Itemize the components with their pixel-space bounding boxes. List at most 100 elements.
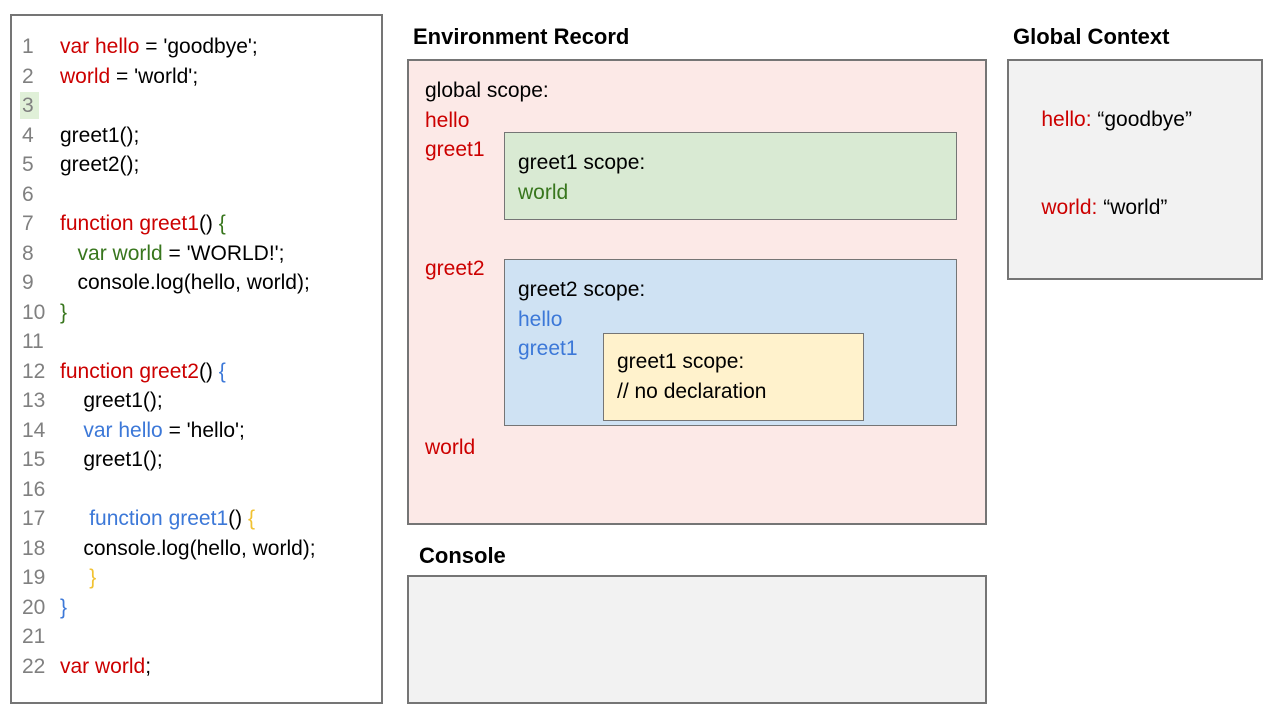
- code-line: 14 var hello = 'hello';: [22, 416, 381, 446]
- code-editor-panel: 1 var hello = 'goodbye'; 2 world = 'world';…: [10, 14, 383, 704]
- code-line: 21: [22, 622, 381, 652]
- global-context-title: Global Context: [1013, 24, 1170, 49]
- line-number: 18: [22, 536, 46, 560]
- code-line: 11: [22, 327, 381, 357]
- code-token: }: [60, 595, 68, 619]
- global-context-var-name: world:: [1041, 196, 1098, 219]
- code-line: 4 greet1();: [22, 121, 381, 151]
- code-token: (): [228, 507, 248, 530]
- code-line: 6: [22, 180, 381, 210]
- code-line: 15 greet1();: [22, 445, 381, 475]
- greet1-scope-box: greet1 scope: world: [504, 132, 957, 220]
- code-token: greet2();: [60, 153, 140, 176]
- code-token: }: [89, 566, 97, 589]
- code-token: [60, 242, 78, 265]
- code-token: greet1();: [60, 123, 140, 147]
- global-context-var-value: “goodbye”: [1091, 107, 1192, 131]
- line-number: 3: [20, 91, 60, 121]
- line-number: 21: [22, 625, 46, 648]
- code-line: 16: [22, 475, 381, 505]
- line-number: 17: [22, 507, 46, 530]
- code-token: = 'world';: [110, 64, 199, 88]
- inner-greet1-scope-comment: // no declaration: [617, 379, 767, 403]
- code-token: greet1();: [60, 448, 163, 471]
- line-number: 20: [22, 595, 46, 619]
- global-scope-label: global scope:: [425, 79, 549, 102]
- code-token: [60, 419, 83, 442]
- code-line: 7 function greet1() {: [22, 209, 381, 239]
- global-var-hello: hello: [425, 108, 470, 132]
- code-token: function greet1: [60, 212, 199, 235]
- line-number: 4: [22, 123, 34, 147]
- code-token: {: [247, 507, 255, 530]
- greet1-scope-label: greet1 scope:: [518, 151, 646, 174]
- code-token: (): [198, 212, 219, 235]
- line-number: 11: [22, 330, 44, 353]
- inner-greet1-scope-label: greet1 scope:: [617, 350, 745, 373]
- environment-record-global-scope-box: global scope: hello greet1 greet1 scope:…: [407, 59, 987, 525]
- environment-record-title: Environment Record: [413, 24, 630, 49]
- code-line: 13 greet1();: [22, 386, 381, 416]
- code-line: 9 console.log(hello, world);: [22, 268, 381, 298]
- line-number: 5: [22, 153, 34, 176]
- greet2-scope-box: greet2 scope: hello greet1 greet1 scope:…: [504, 259, 957, 426]
- code-line: 17 function greet1() {: [22, 504, 381, 534]
- line-number: 7: [22, 212, 34, 235]
- code-token: function greet2: [60, 359, 199, 383]
- code-line: 19 }: [22, 563, 381, 593]
- code-token: = 'WORLD!';: [162, 241, 285, 265]
- line-number: 14: [22, 418, 46, 442]
- code-line: 20}: [22, 593, 381, 623]
- code-token: world: [60, 64, 111, 88]
- global-var-greet2: greet2: [425, 257, 485, 280]
- code-token: console.log(hello, world);: [60, 536, 316, 560]
- global-context-entry-world: world: “world”: [1018, 164, 1261, 253]
- code-token: [60, 507, 89, 530]
- code-line: 1 var hello = 'goodbye';: [22, 32, 381, 62]
- code-line: 2 world = 'world';: [22, 62, 381, 92]
- line-number: 16: [22, 477, 46, 501]
- code-token: var hello: [83, 418, 163, 442]
- greet2-scope-label: greet2 scope:: [518, 278, 646, 301]
- console-output-box: [407, 575, 987, 704]
- code-token: console.log(hello, world);: [60, 271, 310, 294]
- line-number: 15: [22, 448, 46, 471]
- global-context-box: hello: “goodbye” world: “world”: [1007, 59, 1263, 280]
- code-token: = 'goodbye';: [139, 35, 258, 58]
- line-number: 13: [22, 389, 46, 412]
- global-context-var-name: hello:: [1041, 107, 1092, 131]
- code-token: [60, 566, 89, 589]
- line-number: 8: [22, 241, 34, 265]
- code-token: var world: [77, 241, 163, 265]
- global-scope-var-list: global scope: hello greet1: [425, 76, 549, 165]
- global-var-world: world: [425, 436, 476, 459]
- code-token: greet1();: [60, 389, 163, 412]
- line-number: 22: [22, 654, 46, 678]
- line-number: 1: [22, 35, 34, 58]
- code-line: 3: [20, 91, 381, 121]
- line-number: 6: [22, 182, 34, 206]
- code-token: var hello: [60, 35, 140, 58]
- global-var-greet1: greet1: [425, 138, 485, 161]
- code-token: (): [198, 359, 219, 383]
- code-line: 8 var world = 'WORLD!';: [22, 239, 381, 269]
- code-token: ;: [145, 654, 152, 678]
- line-number: 2: [22, 64, 34, 88]
- greet2-scope-var-greet1: greet1: [518, 337, 578, 360]
- code-line: 18 console.log(hello, world);: [22, 534, 381, 564]
- global-context-entry-hello: hello: “goodbye”: [1018, 75, 1261, 164]
- code-token: }: [60, 300, 68, 324]
- greet1-scope-var-world: world: [518, 180, 569, 204]
- greet2-scope-var-hello: hello: [518, 307, 563, 331]
- code-token: {: [218, 212, 226, 235]
- code-token: function greet1: [89, 507, 229, 530]
- line-number: 9: [22, 271, 34, 294]
- line-number: 10: [22, 300, 46, 324]
- line-number: 19: [22, 566, 46, 589]
- console-title: Console: [419, 543, 506, 568]
- code-token: = 'hello';: [162, 418, 245, 442]
- global-context-var-value: “world”: [1097, 196, 1168, 219]
- inner-greet1-scope-box: greet1 scope: // no declaration: [603, 333, 864, 421]
